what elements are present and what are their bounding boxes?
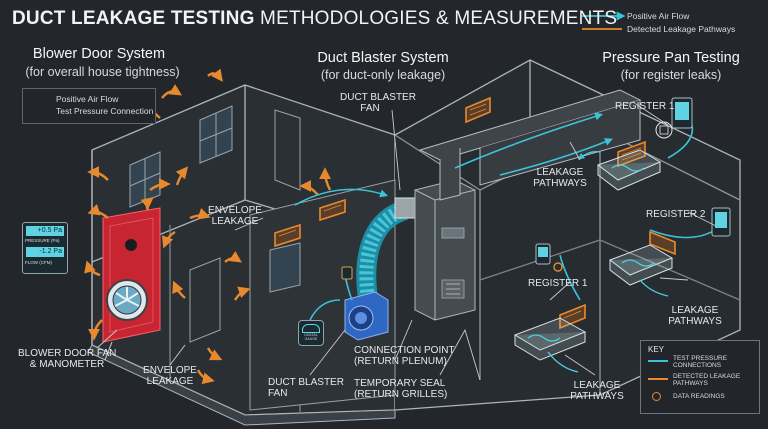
door-lower	[189, 257, 221, 343]
label-register-1-top: REGISTER 1	[615, 101, 675, 112]
air-handler	[414, 179, 476, 321]
key-box: KEY TEST PRESSURE CONNECTIONS DETECTED L…	[640, 340, 760, 414]
pan-leakage-flows	[527, 150, 669, 373]
page-title: DUCT LEAKAGE TESTING METHODOLOGIES & MEA…	[12, 8, 618, 29]
legend-detected-leakage: Detected Leakage Pathways	[627, 24, 736, 34]
label-blower-door-fan: BLOWER DOOR FAN& MANOMETER	[18, 348, 117, 370]
data-readings-icon	[652, 392, 661, 401]
key-label-pressure: TEST PRESSURE CONNECTIONS	[673, 355, 728, 369]
left-legend-box	[22, 88, 156, 124]
manometer-label-1: PRESSURE (Pa)	[25, 238, 60, 243]
pan-section-title: Pressure Pan Testing	[602, 50, 740, 66]
leader-lines	[96, 103, 717, 381]
legend-positive-air-flow: Positive Air Flow	[627, 11, 690, 21]
duct-section-subtitle: (for duct-only leakage)	[320, 68, 446, 82]
door-upper	[274, 109, 301, 191]
top-legend-lines	[582, 11, 626, 30]
label-temporary-seal: TEMPORARY SEAL(RETURN GRILLES)	[354, 378, 448, 400]
key-label-leakage: DETECTED LEAKAGE PATHWAYS	[673, 373, 741, 387]
blower-section-subtitle: (for overall house tightness)	[25, 65, 180, 79]
envelope-leakage-arrows	[84, 68, 332, 385]
window-left	[129, 151, 161, 208]
window-upper	[199, 105, 233, 164]
key-title: KEY	[648, 345, 665, 354]
key-label-readings: DATA READINGS	[673, 393, 725, 400]
blower-door	[102, 207, 161, 361]
key-line-pressure	[648, 360, 668, 362]
pan-gauges	[341, 97, 731, 280]
pan-section-subtitle: (for register leaks)	[620, 68, 722, 82]
label-register-2: REGISTER 2	[646, 209, 706, 220]
test-pressure-connections	[294, 112, 716, 321]
key-line-leakage	[648, 378, 668, 380]
left-legend-pressure: Test Pressure Connection	[56, 106, 154, 116]
duct-blaster-fan	[344, 291, 389, 341]
gauge-dial-icon	[302, 324, 320, 333]
duct-section-title: Duct Blaster System	[317, 50, 449, 66]
supply-trunk-duct	[418, 89, 642, 201]
supply-registers	[274, 96, 676, 330]
blower-section-title: Blower Door System	[32, 46, 166, 62]
manometer-reading-1: +0.5 Pa	[26, 226, 64, 236]
window-middle	[269, 242, 301, 293]
manometer-reading-2: -1.2 Pa	[26, 247, 64, 257]
gauge-caption: DIGITAL GAUGE	[304, 333, 318, 341]
floor-slab	[87, 344, 396, 426]
register-louvers	[278, 103, 642, 319]
manometer-label-2: FLOW (CFM)	[25, 260, 52, 265]
manometer: +0.5 Pa PRESSURE (Pa) -1.2 Pa FLOW (CFM)	[22, 222, 68, 274]
duct-fan-gauge: DIGITAL GAUGE	[298, 320, 324, 346]
label-connection-point: CONNECTION POINT(RETURN PLENUM)	[354, 345, 455, 367]
left-legend-positive: Positive Air Flow	[56, 94, 119, 104]
label-register-1-bottom: REGISTER 1	[528, 278, 588, 289]
pressure-pans	[513, 149, 674, 361]
